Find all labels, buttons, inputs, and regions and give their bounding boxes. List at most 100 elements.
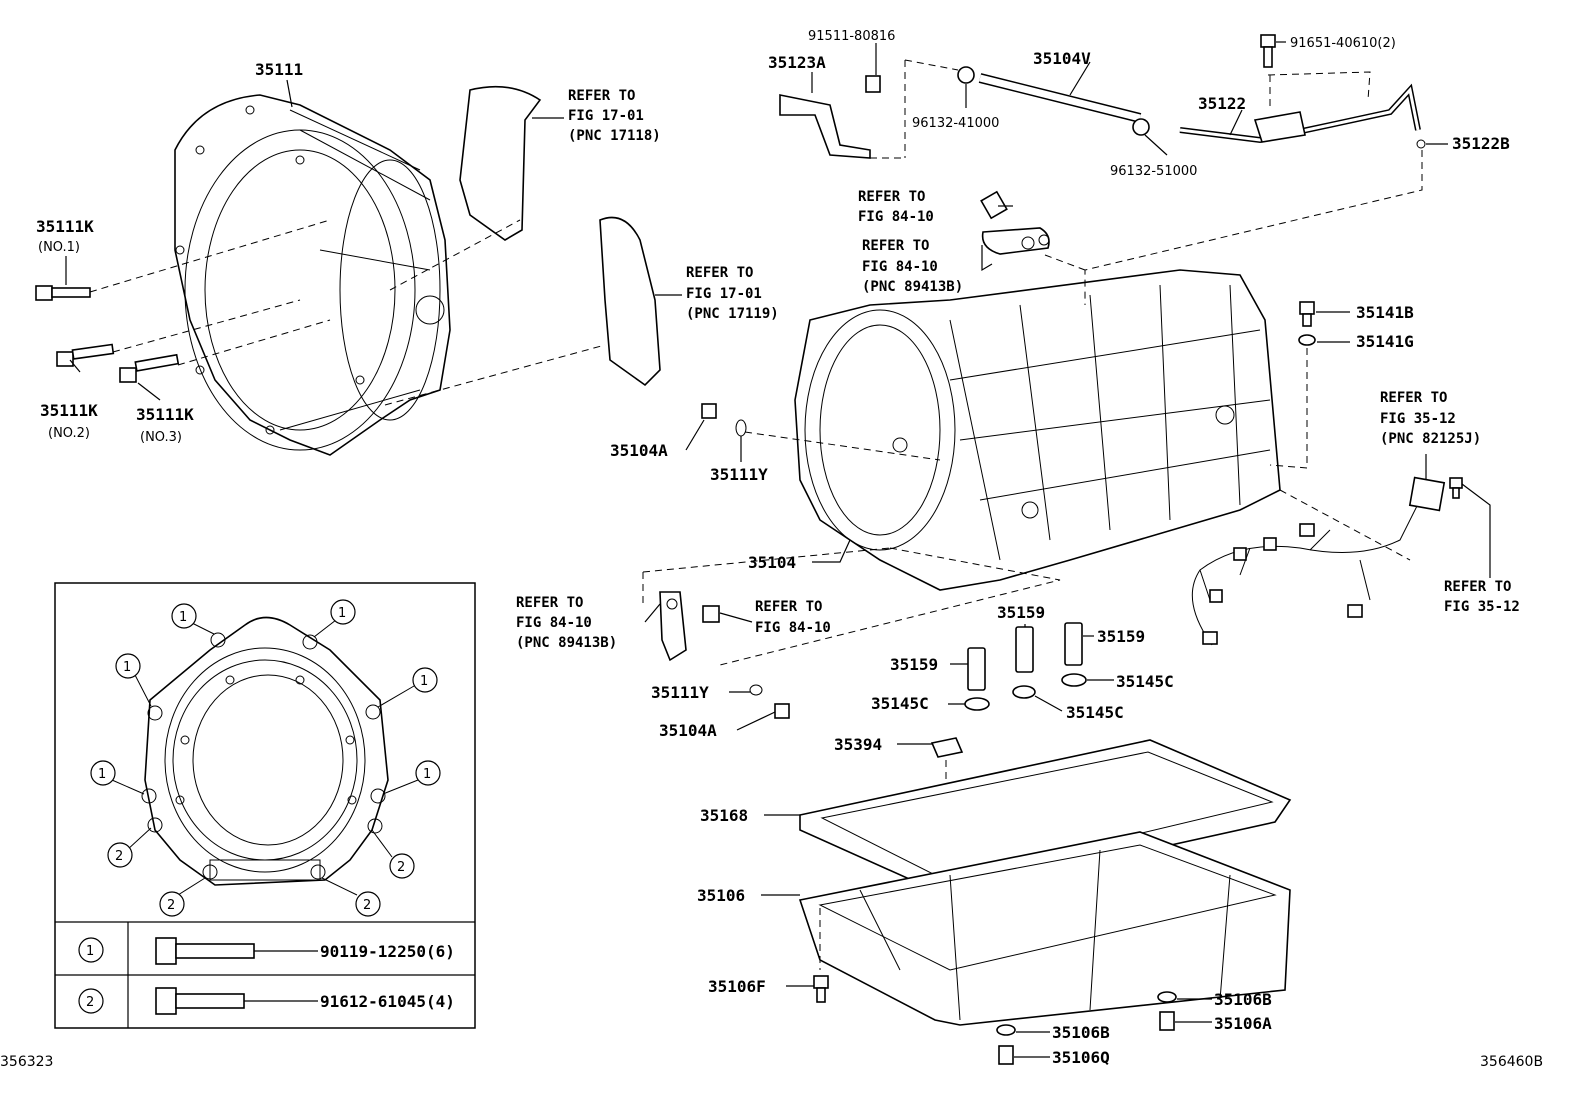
clamp-96132-51000 bbox=[1132, 118, 1150, 136]
bolt-row-2: 2 91612-61045(4) bbox=[78, 987, 455, 1015]
clamp-96132-41000 bbox=[957, 66, 975, 84]
refer-84-10-side-line1: REFER TO bbox=[755, 599, 822, 615]
refer-17118-line3: (PNC 17118) bbox=[568, 128, 661, 144]
label-91651-40610: 91651-40610(2) bbox=[1290, 36, 1396, 51]
label-96132-41000: 96132-41000 bbox=[912, 116, 999, 131]
label-35141g: 35141G bbox=[1356, 332, 1414, 351]
plug-35106a bbox=[1159, 1011, 1175, 1031]
label-35106b-lower: 35106B bbox=[1052, 1023, 1110, 1042]
gasket-35106b-upper bbox=[1157, 991, 1177, 1003]
callout-1-e: 1 bbox=[98, 767, 106, 782]
label-35159-a: 35159 bbox=[997, 603, 1045, 622]
label-35106: 35106 bbox=[697, 886, 745, 905]
o-ring-35111y-upper bbox=[735, 419, 747, 437]
label-35111y-upper: 35111Y bbox=[710, 465, 768, 484]
refer-84-10-side-line2: FIG 84-10 bbox=[755, 620, 831, 636]
label-35159-b: 35159 bbox=[1097, 627, 1145, 646]
bolt-layout-inset: 1 1 1 1 1 1 2 2 2 2 1 90119-12250(6) 2 9 bbox=[54, 582, 476, 1029]
o-ring-35111y-lower bbox=[749, 684, 763, 696]
label-35111k-no3-sub: (NO.3) bbox=[140, 430, 182, 445]
refer-82125j-line1: REFER TO bbox=[1380, 390, 1447, 406]
refer-17119-line1: REFER TO bbox=[686, 265, 753, 281]
magnet-35394 bbox=[930, 737, 964, 758]
seal-35145c-b bbox=[1012, 685, 1036, 699]
refer-note-84-10-top[interactable]: REFER TO FIG 84-10 bbox=[858, 189, 934, 225]
bolt-row-1: 1 90119-12250(6) bbox=[78, 937, 455, 965]
refer-17118-line1: REFER TO bbox=[568, 88, 635, 104]
label-35141b: 35141B bbox=[1356, 303, 1414, 322]
callout-1-c: 1 bbox=[123, 660, 131, 675]
wire-harness-82125j bbox=[1191, 476, 1446, 646]
callout-2-d: 2 bbox=[363, 898, 371, 913]
label-35123a: 35123A bbox=[768, 53, 826, 72]
footer-left-code: 356323 bbox=[0, 1054, 53, 1070]
gasket-35168 bbox=[799, 739, 1292, 896]
label-35111y-lower: 35111Y bbox=[651, 683, 709, 702]
label-35111: 35111 bbox=[255, 60, 303, 79]
callout-2-c: 2 bbox=[167, 898, 175, 913]
seal-35145c-a bbox=[1061, 673, 1087, 687]
inset-callouts: 1 1 1 1 1 1 2 2 2 2 bbox=[90, 599, 441, 917]
label-35111k-no1: 35111K bbox=[36, 217, 94, 236]
callout-1-d: 1 bbox=[420, 674, 428, 689]
refer-35-12-line2: FIG 35-12 bbox=[1444, 599, 1520, 615]
label-35111k-no2-sub: (NO.2) bbox=[48, 426, 90, 441]
hose-35104v bbox=[978, 73, 1142, 123]
label-35104a-upper: 35104A bbox=[610, 441, 668, 460]
footer-right-code: 356460B bbox=[1480, 1054, 1543, 1070]
plug-35104a-lower bbox=[774, 703, 790, 719]
label-96132-51000: 96132-51000 bbox=[1110, 164, 1197, 179]
bell-housing-illustration bbox=[174, 94, 451, 456]
label-35145c-a: 35145C bbox=[1116, 672, 1174, 691]
sensor-89413b-side bbox=[659, 591, 687, 662]
refer-17119-line2: FIG 17-01 bbox=[686, 286, 762, 302]
label-35394: 35394 bbox=[834, 735, 882, 754]
leader-lines bbox=[65, 41, 1491, 1058]
refer-89413b-side-line1: REFER TO bbox=[516, 595, 583, 611]
refer-note-89413b-side[interactable]: REFER TO FIG 84-10 (PNC 89413B) bbox=[516, 595, 617, 651]
label-35145c-b: 35145C bbox=[1066, 703, 1124, 722]
label-35122: 35122 bbox=[1198, 94, 1246, 113]
bolt-35111k-no3 bbox=[119, 353, 180, 383]
tube-35122 bbox=[1179, 83, 1421, 144]
refer-note-17118[interactable]: REFER TO FIG 17-01 (PNC 17118) bbox=[568, 88, 661, 144]
sensor-84-10-side bbox=[702, 605, 720, 623]
bolt-35111k-no2 bbox=[56, 343, 115, 367]
refer-note-35-12[interactable]: REFER TO FIG 35-12 bbox=[1444, 579, 1520, 615]
plug-35106f bbox=[813, 975, 829, 1003]
refer-note-82125j[interactable]: REFER TO FIG 35-12 (PNC 82125J) bbox=[1380, 390, 1481, 447]
refer-82125j-line3: (PNC 82125J) bbox=[1380, 431, 1481, 447]
bolt-35111k-no1 bbox=[35, 285, 91, 301]
refer-89413b-side-line2: FIG 84-10 bbox=[516, 615, 592, 631]
label-35106b-upper: 35106B bbox=[1214, 990, 1272, 1009]
label-35111k-no3: 35111K bbox=[136, 405, 194, 424]
refer-note-89413b-top[interactable]: REFER TO FIG 84-10 (PNC 89413B) bbox=[862, 238, 963, 295]
refer-89413b-top-line2: FIG 84-10 bbox=[862, 259, 938, 275]
callout-1-a: 1 bbox=[179, 610, 187, 625]
callout-2-a: 2 bbox=[115, 849, 123, 864]
refer-89413b-top-line3: (PNC 89413B) bbox=[862, 279, 963, 295]
refer-note-84-10-side[interactable]: REFER TO FIG 84-10 bbox=[755, 599, 831, 636]
washer-35141g bbox=[1298, 334, 1316, 346]
union-91511-80816 bbox=[865, 75, 881, 93]
label-35145c-c: 35145C bbox=[871, 694, 929, 713]
seal-35145c-c bbox=[964, 697, 990, 711]
bolt-35-12 bbox=[1449, 477, 1463, 499]
refer-17119-line3: (PNC 17119) bbox=[686, 306, 779, 322]
callout-1-b: 1 bbox=[338, 606, 346, 621]
sensor-89413b-top bbox=[981, 227, 1050, 255]
refer-note-17119[interactable]: REFER TO FIG 17-01 (PNC 17119) bbox=[686, 265, 779, 322]
refer-84-10-top-line2: FIG 84-10 bbox=[858, 209, 934, 225]
sensor-84-10-top bbox=[980, 190, 1008, 220]
transmission-case-illustration bbox=[794, 269, 1281, 591]
filter-35159-b bbox=[1064, 622, 1083, 666]
refer-84-10-top-line1: REFER TO bbox=[858, 189, 925, 205]
label-35111k-no1-sub: (NO.1) bbox=[38, 240, 80, 255]
callout-1-f: 1 bbox=[423, 767, 431, 782]
cover-plate-17118 bbox=[459, 85, 542, 241]
label-35106a: 35106A bbox=[1214, 1014, 1272, 1033]
refer-82125j-line2: FIG 35-12 bbox=[1380, 411, 1456, 427]
bracket-35123a bbox=[779, 94, 871, 159]
plug-35104a-upper bbox=[701, 403, 717, 419]
label-35104v: 35104V bbox=[1033, 49, 1091, 68]
